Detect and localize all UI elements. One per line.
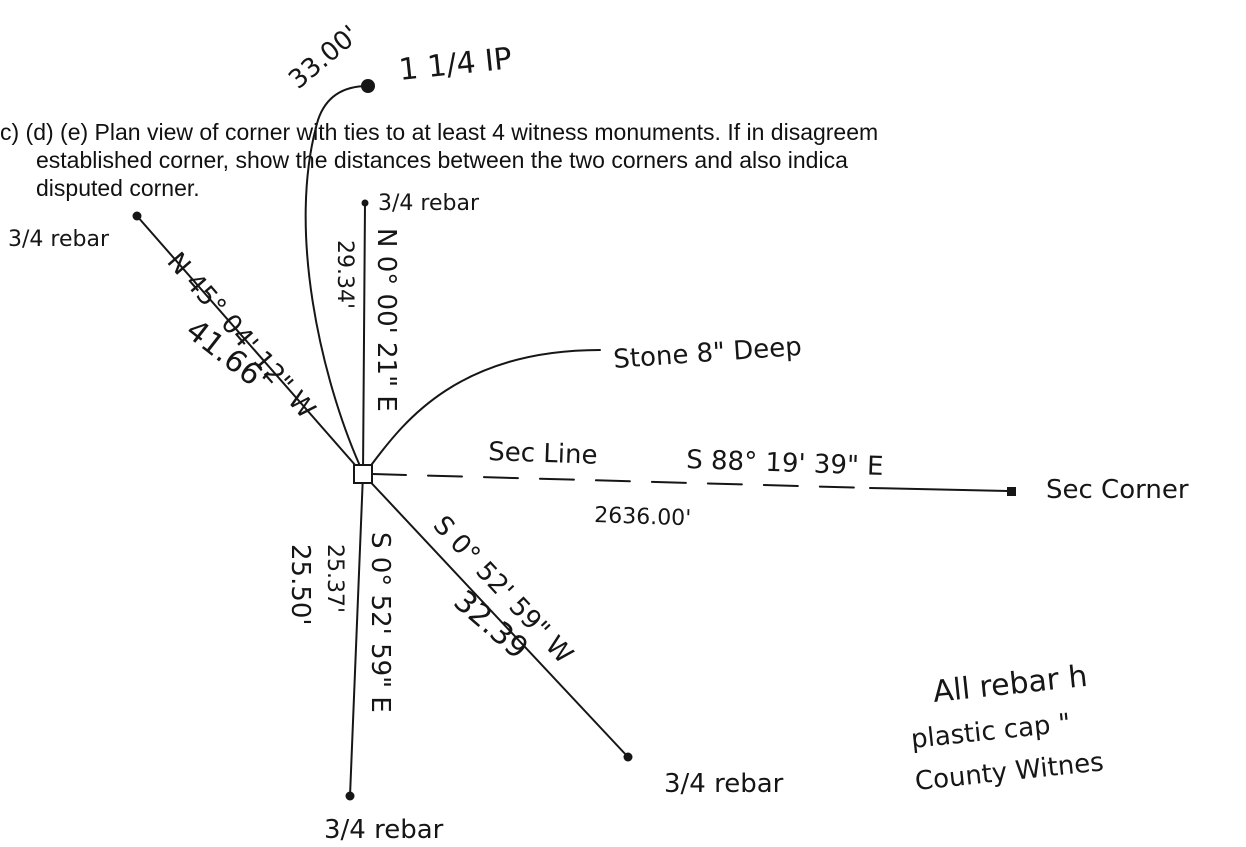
instruction-line-2: established corner, show the distances b… [36,147,848,173]
n-bearing-label: N 0° 00' 21" E [371,228,401,412]
s-distance-label-a: 25.37' [322,544,347,613]
s-distance-label-b: 25.50' [285,544,315,626]
rebar-nw-label: 3/4 rebar [8,227,110,252]
note-line-3: County Witnes [914,747,1106,797]
note-line-2: plastic cap " [910,708,1072,755]
stone-leader-line [371,349,601,465]
iron-pipe-marker [361,79,375,93]
rebar-nw-marker [132,211,142,221]
section-line-dashed [371,473,871,489]
section-line-solid [869,487,1009,492]
rebar-n-label: 3/4 rebar [378,191,480,216]
rebar-s-marker [345,791,355,801]
section-line-bearing-label: S 88° 19' 39" E [686,445,884,482]
sec-corner-marker [1007,487,1016,496]
tie-line-pipe [304,85,369,467]
rebar-se-marker [623,752,633,762]
section-line-label: Sec Line [488,437,598,471]
rebar-s-label: 3/4 rebar [324,815,444,845]
corner-stone-marker [353,464,373,484]
pipe-distance-label: 33.00' [283,20,365,95]
tie-line-n [362,202,366,475]
instruction-line-1: c) (d) (e) Plan view of corner with ties… [0,119,878,145]
pipe-label: 1 1/4 IP [397,41,513,88]
sec-corner-label: Sec Corner [1046,475,1189,505]
tie-line-se [362,473,629,758]
rebar-n-marker [361,199,369,207]
tie-line-nw [136,215,364,475]
s-bearing-label: S 0° 52' 59" E [365,532,395,713]
section-line-distance-label: 2636.00' [594,503,692,531]
note-line-1: All rebar h [931,659,1089,710]
instruction-line-3: disputed corner. [36,175,200,201]
rebar-se-label: 3/4 rebar [664,769,784,799]
tie-line-s [349,473,364,797]
stone-label: Stone 8" Deep [612,332,802,375]
n-distance-label: 29.34' [332,240,357,309]
